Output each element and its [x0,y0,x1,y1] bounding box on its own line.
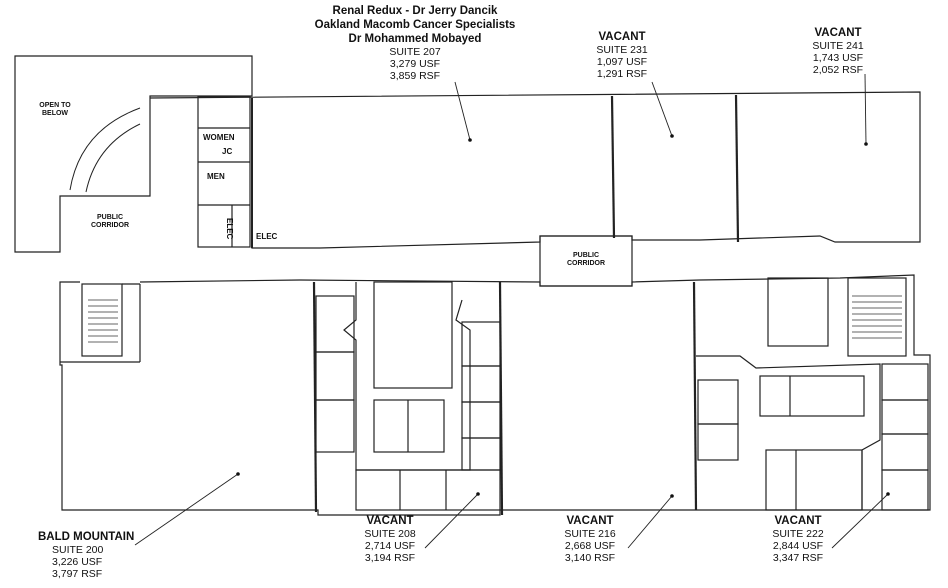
tenant-name: VACANT [774,515,822,527]
room-label-line: PUBLIC [572,252,600,259]
suite-222-label: VACANT SUITE 222 2,844 USF 3,347 RSF [758,514,838,564]
suite-number: SUITE 208 [364,528,416,540]
suite-208-label: VACANT SUITE 208 2,714 USF 3,194 RSF [350,514,430,564]
tenant-name: Renal Redux - Dr Jerry Dancik [332,5,498,17]
suite-number: SUITE 241 [812,40,864,52]
public-corridor-center-label: PUBLIC CORRIDOR [556,252,616,268]
suite-207-label: Renal Redux - Dr Jerry Dancik Oakland Ma… [290,4,540,82]
rsf-value: 3,797 RSF [52,568,103,580]
room-label-line: OPEN TO [39,102,71,109]
tenant-name: VACANT [598,31,646,43]
suite-200-label: BALD MOUNTAIN SUITE 200 3,226 USF 3,797 … [38,530,168,580]
usf-value: 2,844 USF [772,540,824,552]
room-label-line: PUBLIC [96,214,124,221]
elec-label: ELEC [256,232,278,241]
lower-block-outline [59,274,931,516]
suite-241-label: VACANT SUITE 241 1,743 USF 2,052 RSF [798,26,878,76]
suite-number: SUITE 200 [52,544,104,556]
rsf-value: 2,052 RSF [812,64,864,76]
rsf-value: 3,859 RSF [389,70,441,82]
left-stair [81,283,123,357]
open-to-below-label: OPEN TO BELOW [30,102,80,118]
jc-label: JC [222,147,233,156]
suite-231-label: VACANT SUITE 231 1,097 USF 1,291 RSF [582,30,662,80]
tenant-name: BALD MOUNTAIN [38,531,135,543]
usf-value: 1,743 USF [812,52,864,64]
usf-value: 3,226 USF [52,556,103,568]
usf-value: 3,279 USF [389,58,441,70]
suite-number: SUITE 216 [564,528,616,540]
rsf-value: 3,194 RSF [364,552,416,564]
tenant-name: Dr Mohammed Mobayed [348,33,482,45]
tenant-name: VACANT [814,27,862,39]
tenant-name: VACANT [566,515,614,527]
rsf-value: 1,291 RSF [596,68,648,80]
elec-vertical-label: ELEC [225,218,234,240]
women-label: WOMEN [203,133,235,142]
open-to-below-outline [14,55,253,253]
room-label-line: BELOW [41,110,69,117]
room-label-line: CORRIDOR [90,222,130,229]
rsf-value: 3,347 RSF [772,552,824,564]
room-label-line: CORRIDOR [566,260,606,267]
tenant-name: Oakland Macomb Cancer Specialists [314,19,516,31]
upper-block-outline [149,91,921,249]
public-corridor-left-label: PUBLIC CORRIDOR [80,214,140,230]
curved-stair [69,107,141,191]
suite-216-label: VACANT SUITE 216 2,668 USF 3,140 RSF [550,514,630,564]
suite-number: SUITE 207 [389,46,441,58]
men-label: MEN [207,172,225,181]
usf-value: 2,668 USF [564,540,616,552]
usf-value: 1,097 USF [596,56,648,68]
rsf-value: 3,140 RSF [564,552,616,564]
suite-number: SUITE 231 [596,44,648,56]
usf-value: 2,714 USF [364,540,416,552]
right-stair [847,277,907,357]
restroom-core [197,96,251,248]
suite-number: SUITE 222 [772,528,824,540]
tenant-name: VACANT [366,515,414,527]
